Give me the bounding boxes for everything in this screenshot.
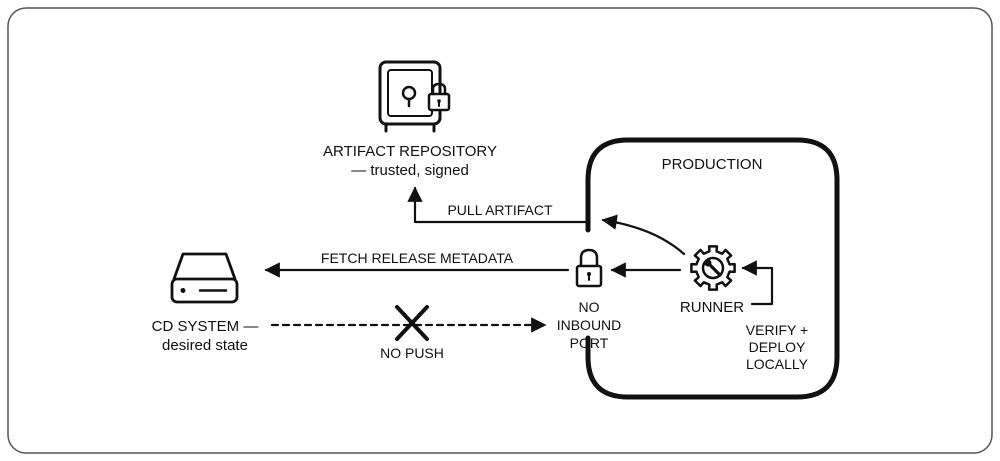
- verify-deploy-line1: VERIFY +: [746, 322, 808, 338]
- outer-frame: [7, 7, 993, 454]
- hard-drive-icon: [170, 252, 239, 304]
- runner-label: RUNNER: [680, 299, 744, 316]
- inbound-port-line1: NO: [579, 299, 600, 315]
- cd-system-title: CD SYSTEM —: [152, 318, 259, 335]
- verify-deploy-line3: LOCALLY: [746, 356, 809, 372]
- no-push-label: NO PUSH: [380, 345, 444, 361]
- x-mark-icon: [395, 305, 429, 341]
- verify-deploy-loop-arrow: [741, 260, 774, 306]
- cd-system-subtitle: desired state: [162, 337, 248, 354]
- pull-artifact-label: PULL ARTIFACT: [447, 202, 552, 218]
- artifact-repository-subtitle: — trusted, signed: [351, 162, 469, 179]
- padlock-icon: [575, 248, 603, 288]
- verify-deploy-line2: DEPLOY: [749, 339, 806, 355]
- pull-artifact-arrow: [407, 186, 590, 224]
- runner-pull-curve: [601, 214, 686, 256]
- gear-wrench-icon: [690, 245, 736, 291]
- fetch-metadata-label: FETCH RELEASE METADATA: [321, 250, 514, 266]
- inbound-port-line3: PORT: [570, 335, 609, 351]
- production-boundary: [585, 137, 840, 400]
- safe-with-lock-icon: [378, 60, 451, 133]
- inbound-port-line2: INBOUND: [557, 317, 622, 333]
- artifact-repository-title: ARTIFACT REPOSITORY: [323, 143, 497, 160]
- production-title: PRODUCTION: [662, 156, 763, 173]
